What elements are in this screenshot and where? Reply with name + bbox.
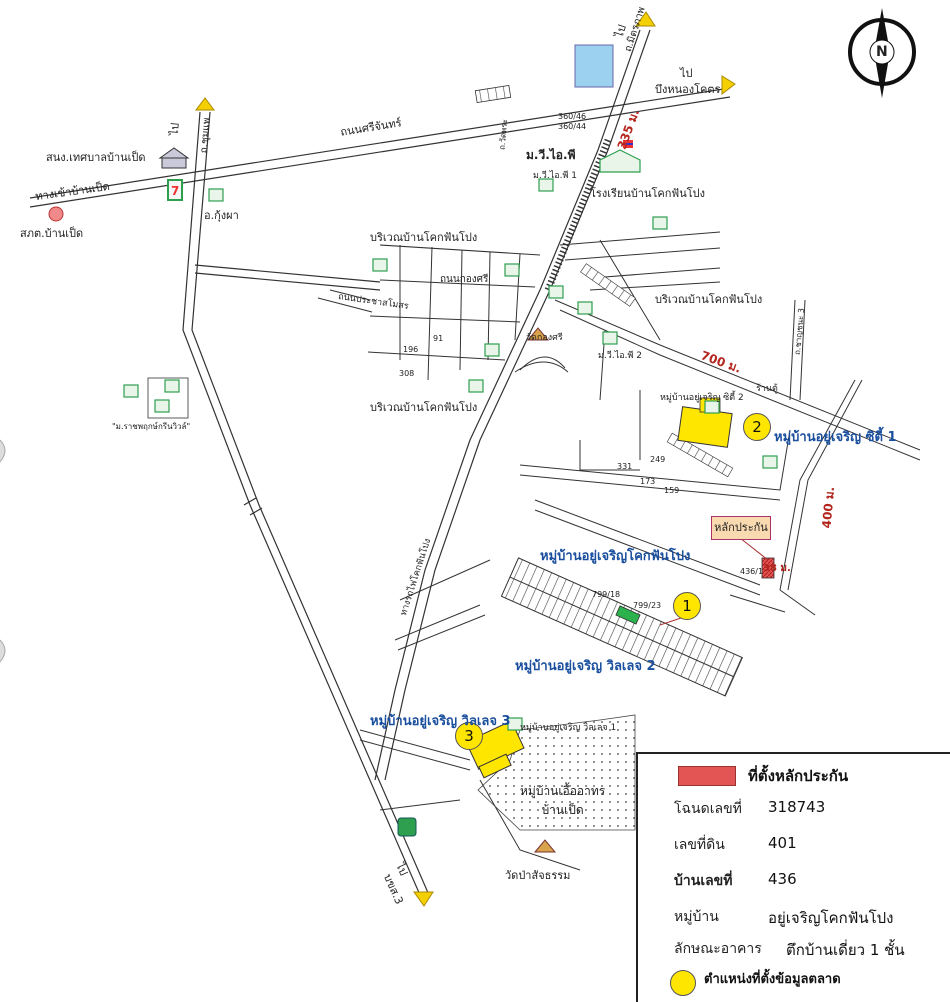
villa2-strip	[500, 557, 743, 697]
place-ban-uea: หมู่บ้านเอื้ออาทร บ้านเป็ด	[520, 784, 606, 817]
house-number: 159	[664, 486, 680, 495]
road-label-chumphae: ถ.ชุมแพ	[198, 117, 213, 154]
road-label-kongsri: ถนนกองศรี	[440, 274, 489, 285]
arrow-down	[413, 891, 434, 907]
direction-nongkok: บึงหนองโคตร	[655, 83, 721, 96]
village-villa2[interactable]: หมู่บ้านอยู่เจริญ วิลเลจ 2	[515, 659, 656, 674]
distance-400: 400 ม.	[819, 486, 838, 529]
legend-village-value: อยู่เจริญโคกฟันโปง	[768, 909, 894, 927]
road-label-thapha: ถ.วัดพระ	[497, 118, 510, 151]
place-sidi2: หมู่บ้านอยู่เจริญ ซิตี้ 2	[660, 393, 744, 403]
legend-panel: ที่ตั้งหลักประกัน โฉนดเลขที่ 318743 เลขท…	[636, 752, 950, 1002]
direction-nongkok-arrow: ไป	[680, 67, 693, 80]
place-school: โรงเรียนบ้านโคกฟันโปง	[590, 187, 705, 200]
place-kungpa: อ.กุ้งผา	[204, 209, 239, 222]
place-police: สภต.บ้านเป็ด	[20, 227, 84, 240]
pond	[574, 44, 614, 88]
village-villa3[interactable]: หมู่บ้านอยู่เจริญ วิลเลจ 3	[370, 714, 511, 729]
school-icon	[599, 149, 641, 173]
railway-track	[544, 138, 612, 292]
wat-kongsri-icon	[526, 327, 550, 341]
compass-label: N	[876, 44, 888, 60]
place-wat-pa: วัดป่าสัจธรรม	[505, 869, 571, 882]
market-marker-2[interactable]: 2	[743, 413, 771, 441]
place-area-3: บริเวณบ้านโคกฟันโปง	[370, 401, 478, 414]
house-number: 360/44	[558, 122, 587, 131]
house-number: 91	[433, 334, 444, 343]
legend-row-market: ตำแหน่งที่ตั้งข้อมูลตลาด	[638, 968, 950, 996]
legend-row-collateral: ที่ตั้งหลักประกัน	[638, 764, 950, 786]
legend-house-value: 436	[768, 870, 797, 888]
legend-deed-value: 318743	[768, 798, 826, 816]
place-area-1: บริเวณบ้านโคกฟันโปง	[370, 231, 478, 244]
house-number: 799/18	[592, 590, 621, 599]
legend-building-label: ลักษณะอาคาร	[674, 941, 762, 957]
house-number: 799/23	[633, 601, 662, 610]
place-villa1: หมู่บ้านอยู่เจริญ วิลเลจ 1	[520, 723, 617, 733]
legend-row-village: หมู่บ้าน อยู่เจริญโคกฟันโปง	[638, 906, 950, 927]
compass-icon	[848, 8, 916, 98]
road-chumphae	[182, 111, 430, 896]
legend-row-house: บ้านเลขที่ 436	[638, 870, 950, 890]
collateral-callout: หลักประกัน	[711, 516, 771, 540]
legend-village-label: หมู่บ้าน	[674, 909, 719, 925]
direction-left: ไป	[167, 122, 182, 136]
legend-deed-label: โฉนดเลขที่	[674, 801, 742, 817]
legend-building-value: ตึกบ้านเดี่ยว 1 ชั้น	[786, 941, 905, 959]
market-marker-1[interactable]: 1	[673, 592, 701, 620]
village-grid-west	[317, 244, 541, 381]
place-wiwai1: ม.วี.ไอ.พี 1	[533, 171, 578, 181]
arrow-up-top	[635, 11, 656, 27]
place-shop: ร้านตู้	[756, 384, 778, 394]
legend-house-label: บ้านเลขที่	[674, 873, 733, 889]
legend-row-land: เลขที่ดิน 401	[638, 834, 950, 854]
collateral-marker	[761, 557, 775, 579]
house-number: 249	[650, 455, 666, 464]
legend-row-building: ลักษณะอาคาร ตึกบ้านเดี่ยว 1 ชั้น	[638, 938, 950, 959]
market-marker-swatch	[670, 970, 696, 996]
legend-land-label: เลขที่ดิน	[674, 837, 725, 853]
legend-market-label: ตำแหน่งที่ตั้งข้อมูลตลาด	[704, 972, 841, 987]
flag-icon	[623, 140, 633, 148]
market-marker-3[interactable]: 3	[455, 722, 483, 750]
arrow-up-left	[195, 97, 215, 111]
house-number: 173	[640, 477, 656, 486]
distance-38: 38 ม.	[763, 563, 791, 574]
svg-text:7: 7	[171, 184, 179, 198]
house-icons	[123, 178, 778, 731]
legend-land-value: 401	[768, 834, 797, 852]
village-sidi1[interactable]: หมู่บ้านอยู่เจริญ ซิตี้ 1	[774, 430, 897, 445]
legend-row-deed: โฉนดเลขที่ 318743	[638, 798, 950, 818]
collateral-swatch	[678, 766, 736, 786]
road-mittraphap	[374, 29, 651, 781]
arrow-right	[721, 75, 736, 96]
house-number: 360/46	[558, 112, 587, 121]
place-rajapruk: "ม.ราชพฤกษ์กรีนวิวล์"	[112, 422, 191, 431]
house-number: 331	[617, 462, 633, 471]
house-number: 436/1	[740, 567, 764, 576]
legend-collateral-label: ที่ตั้งหลักประกัน	[748, 767, 849, 785]
village-khokfan[interactable]: หมู่บ้านอยู่เจริญโคกฟันโปง	[540, 549, 691, 564]
place-wat-kongsri: วัดกองศรี	[526, 333, 563, 343]
wat-pa-icon	[533, 839, 557, 853]
place-area-2: บริเวณบ้านโคกฟันโปง	[655, 293, 763, 306]
tesaban-icon	[158, 147, 190, 169]
house-number: 308	[399, 369, 415, 378]
place-wiwai2: ม.วี.ไอ.พี 2	[598, 351, 643, 361]
place-wiwai: ม.วี.ไอ.พี	[526, 148, 576, 162]
place-tesaban: สนง.เทศบาลบ้านเป็ด	[46, 151, 146, 164]
house-number: 196	[403, 345, 419, 354]
